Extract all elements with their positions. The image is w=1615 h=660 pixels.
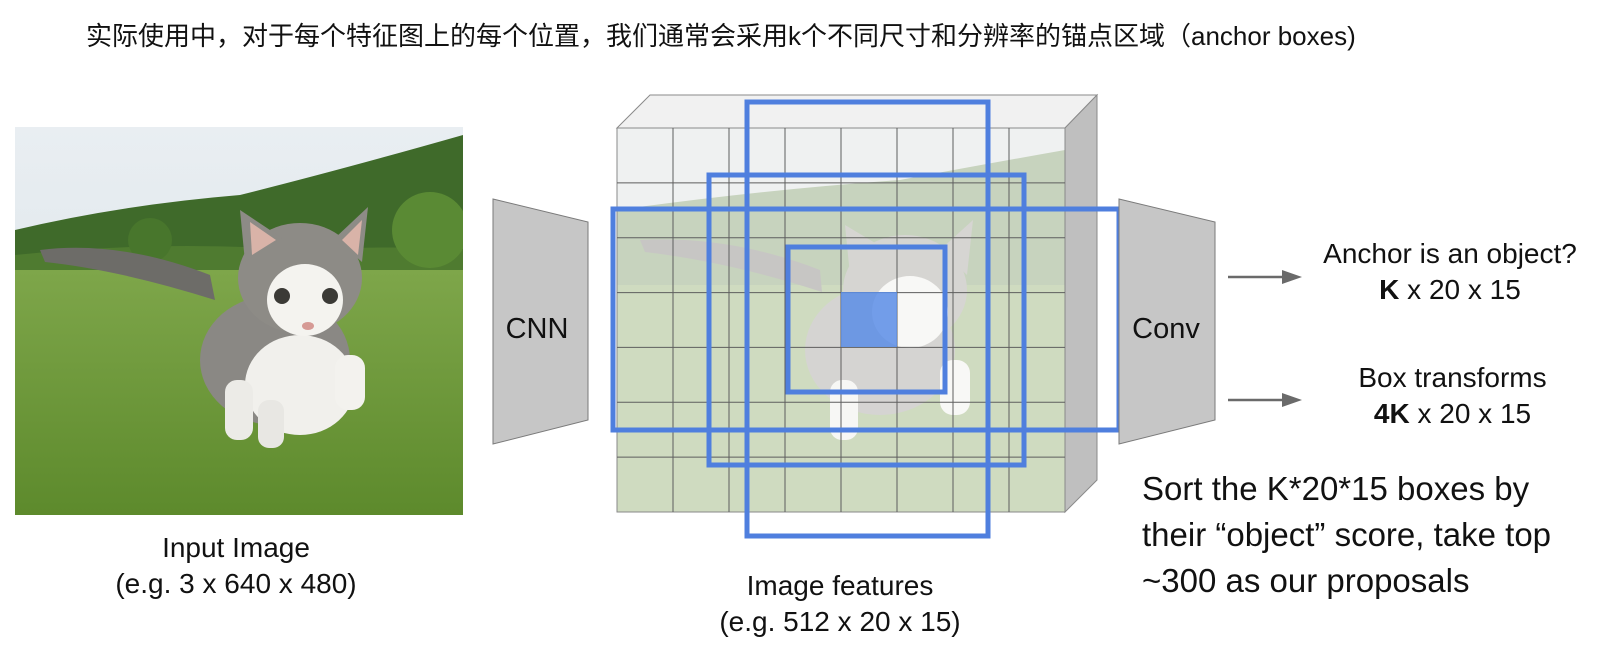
anchor-box-tall [744,99,991,539]
arrow-objectness [1228,270,1302,284]
input-caption-line1: Input Image [162,532,310,563]
arrow-transforms [1228,393,1302,407]
transform-title: Box transforms [1358,362,1547,393]
cnn-funnel [492,198,589,445]
transform-shape: 4K x 20 x 15 [1305,396,1600,432]
anchor-center-cell [841,292,897,347]
transform-bold: 4K [1373,398,1410,429]
conv-label: Conv [1132,313,1200,345]
cnn-label: CNN [506,313,569,345]
conv-funnel [1118,198,1216,445]
transform-dims: x 20 x 15 [1409,398,1532,429]
objectness-shape: K x 20 x 15 [1300,272,1600,308]
input-image [15,127,463,515]
anchor-box-small [785,244,948,395]
objectness-dims: x 20 x 15 [1399,274,1521,305]
anchor-box-medium [706,172,1027,468]
objectness-title: Anchor is an object? [1323,238,1577,269]
features-caption-line2: (e.g. 512 x 20 x 15) [719,606,961,637]
transform-output: Box transforms 4K x 20 x 15 [1305,360,1600,432]
proposal-sort-note: Sort the K*20*15 boxes by their “object”… [1142,470,1552,599]
slide-heading: 实际使用中，对于每个特征图上的每个位置，我们通常会采用k个不同尺寸和分辨率的锚点… [86,21,1356,51]
features-caption-line1: Image features [746,570,934,601]
objectness-bold: K [1379,274,1400,305]
objectness-output: Anchor is an object? K x 20 x 15 [1300,236,1600,308]
features-caption: Image features (e.g. 512 x 20 x 15) [660,568,1020,640]
feature-volume-side [1064,93,1098,514]
input-image-caption: Input Image (e.g. 3 x 640 x 480) [86,530,386,602]
input-caption-line2: (e.g. 3 x 640 x 480) [115,568,357,599]
